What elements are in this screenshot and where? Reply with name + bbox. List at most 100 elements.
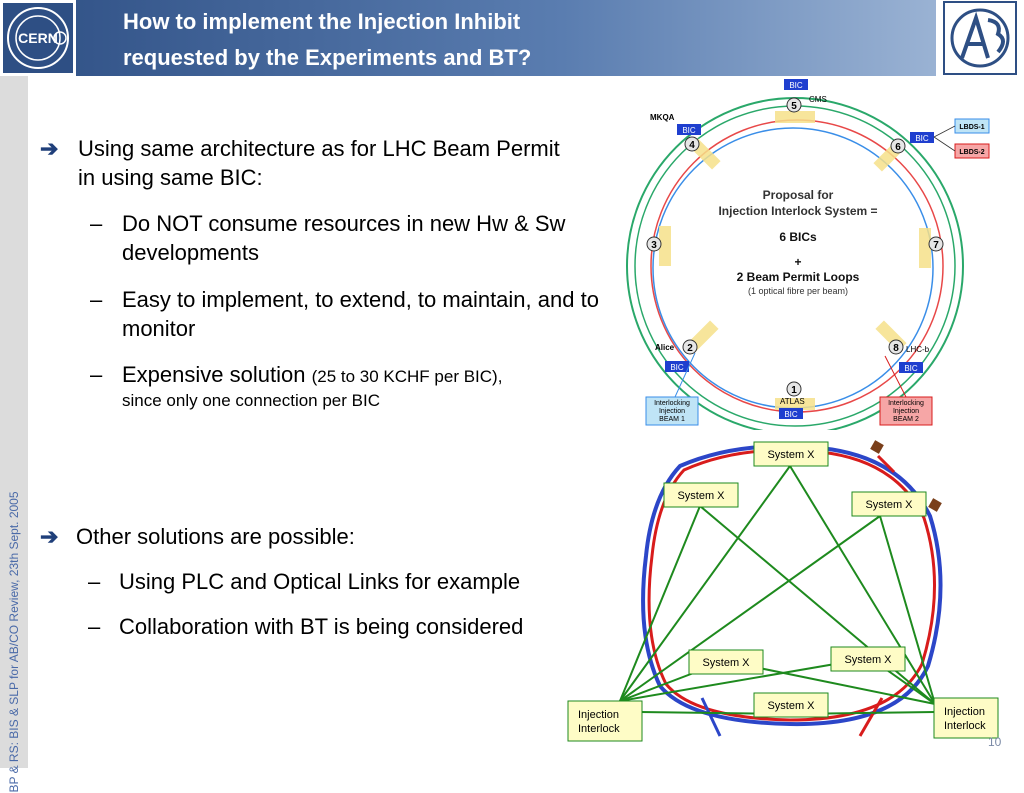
- bullet-1-sub-1: Do NOT consume resources in new Hw & Sw …: [122, 211, 566, 265]
- svg-text:BIC: BIC: [915, 134, 929, 143]
- system-x-node-top: System X: [753, 441, 829, 467]
- injection-arrow-blue: [700, 697, 722, 737]
- injection-beam-2-box: Interlocking Injection BEAM 2: [879, 396, 933, 426]
- title-line-1: How to implement the Injection Inhibit: [123, 9, 521, 34]
- bullet-1-sub-2: Easy to implement, to extend, to maintai…: [122, 287, 599, 341]
- injection-arrow-red-2: [858, 697, 884, 737]
- bullet-2-text: Other solutions are possible:: [76, 524, 355, 549]
- lbds-2-box: LBDS-2: [954, 143, 990, 159]
- bic-box-6: BIC: [910, 132, 934, 143]
- label-atlas: ATLAS: [780, 397, 805, 406]
- title-line-2: requested by the Experiments and BT?: [123, 45, 532, 70]
- arrow-right-icon: ➔: [40, 524, 59, 549]
- kicker-marker: [928, 498, 942, 512]
- insertion-3: [659, 226, 671, 266]
- svg-text:BIC: BIC: [784, 410, 798, 419]
- svg-text:System X: System X: [767, 449, 815, 461]
- dash-icon: –: [88, 614, 101, 639]
- footer-sidebar-text: BP & RS: BIS & SLP for AB/CO Review, 23t…: [7, 491, 21, 793]
- system-network-diagram: System X System X System X System X Syst…: [567, 440, 999, 742]
- svg-text:Injection: Injection: [893, 408, 919, 415]
- svg-text:System X: System X: [844, 654, 892, 666]
- ip-1: 1: [786, 381, 802, 397]
- bullet-1-sub-3-cost: (25 to 30 KCHF per BIC),: [311, 367, 503, 386]
- svg-text:System X: System X: [865, 499, 913, 511]
- bullet-2: ➔: [40, 522, 66, 551]
- svg-text:Injection: Injection: [659, 408, 685, 415]
- svg-text:System X: System X: [767, 700, 815, 712]
- proposal-line-2: Injection Interlock System =: [718, 204, 877, 218]
- svg-text:BIC: BIC: [670, 363, 684, 372]
- bic-box-8: BIC: [899, 362, 923, 373]
- cern-logo-text: CERN: [18, 30, 58, 46]
- ring-red: [647, 448, 937, 722]
- cern-logo-icon: CERN: [3, 3, 73, 73]
- bullet-1-text: Using same architecture as for LHC Beam …: [78, 136, 560, 190]
- ip-3: 3: [646, 236, 662, 252]
- svg-text:Interlock: Interlock: [578, 723, 620, 735]
- arrow-right-icon: ➔: [40, 136, 59, 161]
- svg-text:Injection: Injection: [944, 706, 985, 718]
- label-alice: Alice: [655, 343, 675, 352]
- bic-box-1: BIC: [779, 408, 803, 419]
- ip-5: 5: [786, 97, 802, 113]
- dash-icon: –: [90, 287, 103, 312]
- label-lhcb: LHC-b: [906, 345, 930, 354]
- svg-text:8: 8: [893, 343, 899, 354]
- svg-text:BIC: BIC: [682, 126, 696, 135]
- abco-logo: [936, 0, 1024, 76]
- system-x-node-lower-right: System X: [830, 646, 906, 672]
- insertion-7: [919, 228, 931, 268]
- svg-text:4: 4: [689, 140, 695, 151]
- bullet-1-sub-3-main: Expensive solution: [122, 362, 306, 387]
- svg-text:LBDS-1: LBDS-1: [959, 124, 984, 131]
- svg-text:BIC: BIC: [789, 81, 803, 90]
- bic-count: 6 BICs: [779, 230, 817, 244]
- label-cms: CMS: [809, 95, 827, 104]
- ip-6: 6: [890, 138, 906, 154]
- bullet-2-sub-1: Using PLC and Optical Links for example: [119, 569, 521, 594]
- system-x-node-right: System X: [851, 491, 927, 517]
- svg-text:2: 2: [687, 343, 693, 354]
- page-title: How to implement the Injection Inhibit r…: [123, 4, 823, 76]
- svg-text:System X: System X: [702, 657, 750, 669]
- injection-interlock-right: Injection Interlock: [933, 697, 999, 739]
- svg-text:BEAM 1: BEAM 1: [659, 416, 685, 423]
- proposal-line-1: Proposal for: [763, 188, 834, 202]
- bullet-1-sub-3-line2: since only one connection per BIC: [122, 391, 380, 410]
- svg-text:7: 7: [933, 240, 939, 251]
- svg-text:BEAM 2: BEAM 2: [893, 416, 919, 423]
- insertion-5: [775, 111, 815, 123]
- cern-logo: CERN: [0, 0, 76, 76]
- title-bar: [0, 0, 1024, 76]
- bic-box-5: BIC: [784, 79, 808, 90]
- injection-interlock-left: Injection Interlock: [567, 700, 643, 742]
- bic-box-2: BIC: [665, 361, 689, 372]
- ip-2: 2: [682, 339, 698, 355]
- system-x-node-left: System X: [663, 482, 739, 508]
- injection-beam-1-box: Interlocking Injection BEAM 1: [645, 396, 699, 426]
- plus-sign: +: [794, 255, 801, 269]
- abco-logo-icon: [943, 1, 1017, 75]
- insertion-1: [775, 398, 815, 410]
- system-x-node-bottom: System X: [753, 692, 829, 718]
- svg-text:6: 6: [895, 142, 901, 153]
- svg-text:Injection: Injection: [578, 709, 619, 721]
- page-number: 10: [988, 735, 1002, 749]
- svg-text:3: 3: [651, 240, 657, 251]
- bullet-1: ➔: [40, 134, 600, 163]
- system-x-node-lower-left: System X: [688, 649, 764, 675]
- svg-text:LBDS-2: LBDS-2: [959, 149, 984, 156]
- dash-icon: –: [90, 211, 103, 236]
- bullet-1-sub-3: Expensive solution (25 to 30 KCHF per BI…: [122, 360, 612, 391]
- svg-text:1: 1: [791, 385, 797, 396]
- sidebar: BP & RS: BIS & SLP for AB/CO Review, 23t…: [0, 76, 28, 793]
- svg-text:Interlock: Interlock: [944, 720, 986, 732]
- ip-8: 8: [888, 339, 904, 355]
- svg-text:5: 5: [791, 101, 797, 112]
- svg-text:Interlocking: Interlocking: [654, 400, 690, 407]
- svg-text:Interlocking: Interlocking: [888, 400, 924, 407]
- lbds-1-box: LBDS-1: [954, 118, 990, 134]
- bic-box-4: BIC: [677, 124, 701, 135]
- dash-icon: –: [88, 569, 101, 594]
